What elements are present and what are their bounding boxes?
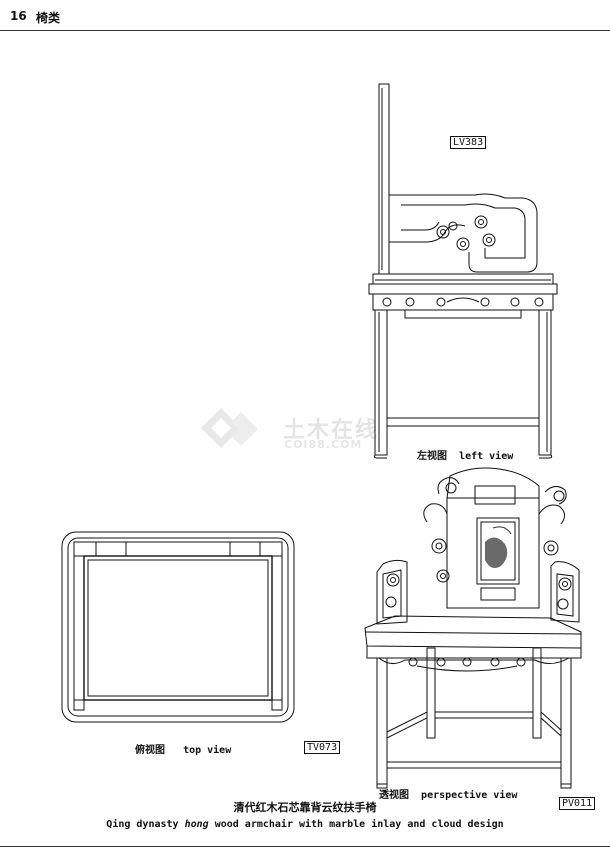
watermark-subtext: COI88.COM <box>284 438 363 451</box>
perspective-view-label: 透视图 perspective view <box>379 786 517 801</box>
header-rule <box>0 30 610 31</box>
page-number: 16 <box>10 9 27 23</box>
perspective-view-label-zh: 透视图 <box>379 790 409 801</box>
left-view-label-zh: 左视图 <box>417 451 447 462</box>
caption-en-after: wood armchair with marble inlay and clou… <box>208 819 504 830</box>
top-view-label-en: top view <box>183 745 232 756</box>
top-view-drawing <box>61 531 295 723</box>
caption-en-italic: hong <box>184 819 209 830</box>
left-view-drawing <box>368 83 558 459</box>
left-view-label-en: left view <box>459 451 514 462</box>
left-view-label: 左视图 left view <box>417 447 513 462</box>
left-view-code: LV383 <box>450 136 487 149</box>
top-view-label: 俯视图 top view <box>135 741 231 756</box>
top-view-label-zh: 俯视图 <box>135 745 165 756</box>
top-view-code: TV073 <box>304 741 341 754</box>
caption-english: Qing dynasty hong wood armchair with mar… <box>0 819 610 830</box>
caption-en-before: Qing dynasty <box>106 819 185 830</box>
watermark-logo-icon <box>201 408 258 448</box>
perspective-view-drawing <box>364 467 582 789</box>
caption-chinese: 清代红木石芯靠背云纹扶手椅 <box>233 801 377 814</box>
footer-rule <box>0 846 610 847</box>
perspective-view-code: PV011 <box>559 797 596 810</box>
perspective-view-label-en: perspective view <box>421 790 518 801</box>
section-title: 椅类 <box>36 11 61 25</box>
watermark-text: 土木在线 <box>283 418 380 443</box>
